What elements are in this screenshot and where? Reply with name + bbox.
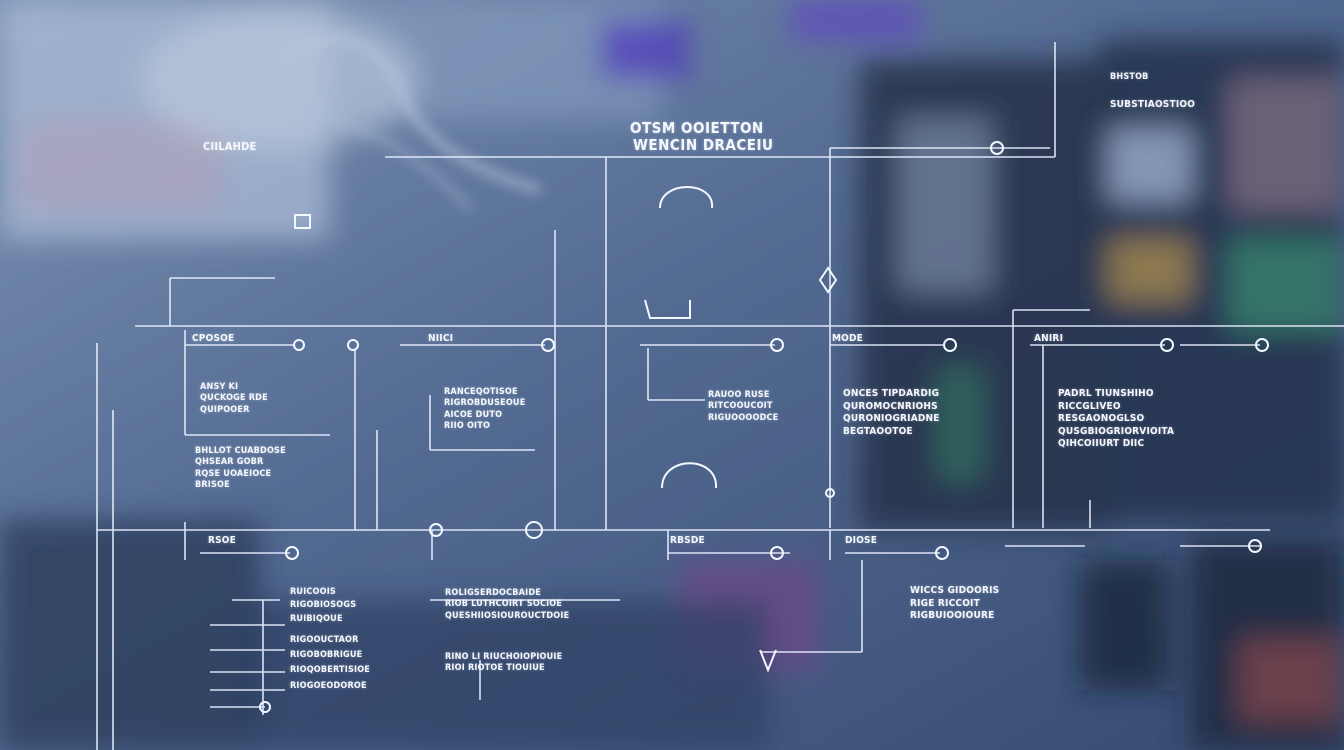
block-left-small: ANSY KI QUCKOGE RDE QUIPOOER: [200, 382, 268, 415]
node-dot-4: [770, 338, 784, 352]
block-bottom-center: ROLIGSERDOCBAIDE RIOB LUTHCOIRT SOCIOE Q…: [445, 588, 570, 673]
block-bottom-left: RUICOOIS RIGOBIOSOGS RUIBIQOUE RIGOOUCTA…: [290, 587, 371, 691]
block-bottom-right: WICCS GIDOORIS RIGE RICCOIT RIGBUIOOIOUR…: [910, 585, 1000, 621]
block-center-right: RAUOO RUSE RITCOOUCOIT RIGUOOOODCE: [708, 390, 779, 423]
node-dot-5: [943, 338, 957, 352]
node-dot-10: [525, 521, 543, 539]
overlay-title-line-2: WENCIN DRACEIU: [633, 136, 774, 154]
node-dot-3: [541, 338, 555, 352]
v-glyph: [759, 649, 777, 673]
block-center-top: RANCEQOTISOE RIGROBDUSEOUE AICOE DUTO RI…: [444, 387, 526, 431]
diamond-glyph: [818, 266, 838, 294]
arch-glyph-mid: [661, 462, 718, 489]
node-dot-1: [293, 339, 305, 351]
node-dot-15: [825, 488, 835, 498]
node-dot-12: [935, 546, 949, 560]
node-dot-14: [990, 141, 1004, 155]
node-dot-9: [429, 523, 443, 537]
bus2-label-1: RSOE: [208, 535, 237, 546]
arch-glyph-top: [659, 186, 714, 209]
bracket-glyph: [644, 299, 691, 319]
node-dot-16: [259, 701, 271, 713]
block-left-mid: BHLLOT CUABDOSE QHSEAR GOBR RQSE UOAEIOC…: [195, 446, 286, 490]
node-dot-11: [770, 546, 784, 560]
bus1-label-3: MODE: [832, 333, 864, 344]
bus1-label-1: CPOSOE: [192, 333, 235, 344]
node-dot-7: [1255, 338, 1269, 352]
top-right-label-1: BHSTOB: [1110, 72, 1149, 82]
top-right-label-2: SUBSTIAOSTIOO: [1110, 99, 1196, 110]
node-dot-6: [1160, 338, 1174, 352]
bus2-label-3: DIOSE: [845, 535, 878, 546]
top-left-label: CIILAHDE: [203, 140, 257, 153]
block-far-right: PADRL TIUNSHIHO RICCGLIVEO RESGAONOGLSO …: [1058, 388, 1175, 449]
bus1-label-4: ANIRI: [1034, 333, 1064, 344]
block-mid-right: ONCES TIPDARDIG QUROMOCNRIOHS QURONIOGRI…: [843, 388, 940, 437]
node-dot-13: [1248, 539, 1262, 553]
bus1-label-2: NIICI: [428, 333, 454, 344]
bus2-label-2: RBSDE: [670, 535, 705, 546]
node-dot-8: [285, 546, 299, 560]
square-glyph: [294, 214, 311, 229]
node-dot-2: [347, 339, 359, 351]
overlay-title-line-1: OTSM OOIETTON: [630, 119, 764, 137]
